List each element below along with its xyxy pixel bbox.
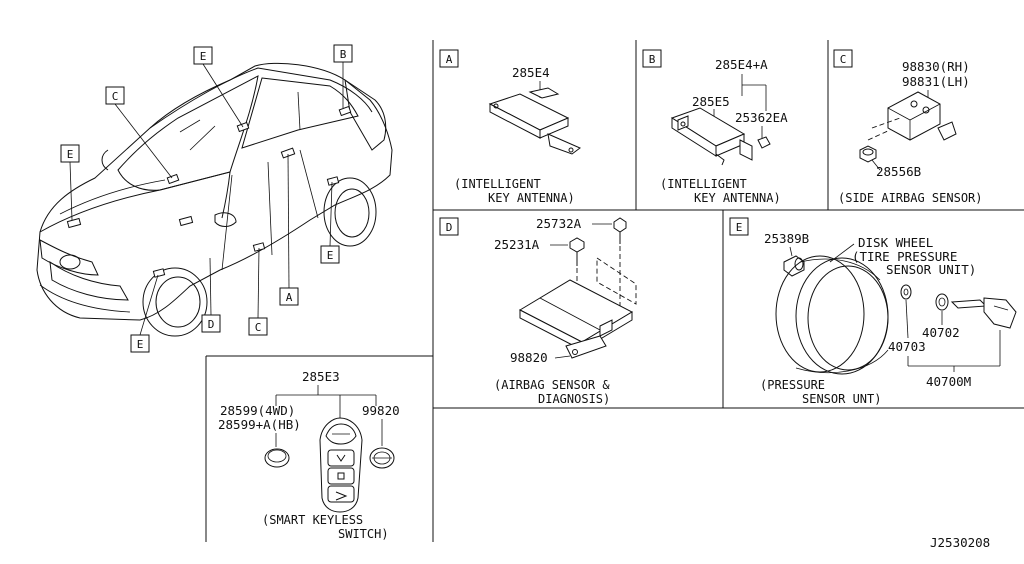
panel-b-caption-2: KEY ANTENNA) xyxy=(694,191,781,205)
panel-e-part-nut: 40703 xyxy=(888,339,926,354)
callout-c-left: C xyxy=(105,86,125,105)
callout-c-bottom: C xyxy=(248,317,268,336)
tire-pressure-sensor-icon xyxy=(950,297,1017,329)
vehicle-overview xyxy=(36,62,393,337)
nut-40703-icon xyxy=(900,284,912,300)
panel-b: B 285E4+A 285E5 25362EA (INTELLIGENT KEY… xyxy=(642,49,788,205)
panel-e-wheel-2: (TIRE PRESSURE xyxy=(852,249,957,264)
panel-d-part-bolt1: 25732A xyxy=(536,216,582,231)
panel-b-caption-1: (INTELLIGENT xyxy=(660,177,747,191)
side-airbag-sensor-icon xyxy=(867,91,957,141)
key-part-emblem: 99820 xyxy=(362,403,400,418)
callout-c-bottom-label: C xyxy=(255,321,262,334)
panel-e-wheel-1: DISK WHEEL xyxy=(858,235,933,250)
intelligent-key-antenna-icon xyxy=(488,87,581,155)
key-caption-1: (SMART KEYLESS xyxy=(262,513,363,527)
panel-b-part-top: 285E4+A xyxy=(715,57,768,72)
panel-e-part-assy: 40700M xyxy=(926,374,971,389)
callout-c-left-label: C xyxy=(112,90,119,103)
panel-b-part-right: 25362EA xyxy=(735,110,788,125)
panel-c: C 98830(RH) 98831(LH) 28556B (SIDE AIRBA… xyxy=(833,49,983,205)
callout-e-right-label: E xyxy=(327,249,334,262)
panel-a-caption-2: KEY ANTENNA) xyxy=(488,191,575,205)
coin-battery-icon xyxy=(264,448,290,468)
callout-d-bottom-label: D xyxy=(208,318,215,331)
panel-d: D 25732A 25231A 98820 (AIRBAG SENSOR & D… xyxy=(439,216,637,406)
key-antenna-bracket-icon xyxy=(670,107,771,166)
panel-e-wheel-3: SENSOR UNIT) xyxy=(886,262,976,277)
callout-e-top: E xyxy=(193,46,213,65)
callout-a-bottom-label: A xyxy=(286,291,293,304)
panel-c-part-lh: 98831(LH) xyxy=(902,74,970,89)
washer-40702-icon xyxy=(935,293,949,311)
panel-c-part-bolt: 28556B xyxy=(876,164,921,179)
panel-d-part-unit: 98820 xyxy=(510,350,548,365)
panel-d-letter: D xyxy=(446,221,453,234)
panel-smart-key: 285E3 28599(4WD) 28599+A(HB) 99820 xyxy=(218,369,400,541)
callout-e-bottom: E xyxy=(130,334,150,353)
callout-b-top-label: B xyxy=(340,48,347,61)
callout-e-bottom-label: E xyxy=(137,338,144,351)
panel-b-part-left: 285E5 xyxy=(692,94,730,109)
panel-e-caption-1: (PRESSURE xyxy=(760,378,825,392)
key-caption-2: SWITCH) xyxy=(338,527,389,541)
panel-e-part-washer: 40702 xyxy=(922,325,960,340)
panel-c-letter: C xyxy=(840,53,847,66)
callout-e-right: E xyxy=(320,245,340,264)
bolt-25732a-icon xyxy=(613,217,627,244)
airbag-sensor-unit-icon xyxy=(518,279,634,359)
callout-b-top: B xyxy=(333,44,353,63)
bolt-28556b-icon xyxy=(859,145,877,163)
panel-a-caption-1: (INTELLIGENT xyxy=(454,177,541,191)
panel-d-part-bolt2: 25231A xyxy=(494,237,540,252)
bolt-25231a-icon xyxy=(569,237,585,266)
callout-d-bottom: D xyxy=(201,314,221,333)
callout-a-bottom: A xyxy=(279,287,299,306)
panel-c-caption: (SIDE AIRBAG SENSOR) xyxy=(838,191,983,205)
emblem-icon xyxy=(369,447,395,469)
panel-d-caption-1: (AIRBAG SENSOR & xyxy=(494,378,610,392)
panel-e: E 25389B DISK WHEEL (TIRE PRESSURE SENSO… xyxy=(729,217,1017,406)
key-part-4wd: 28599(4WD) xyxy=(220,403,295,418)
key-part-hb: 28599+A(HB) xyxy=(218,417,301,432)
smart-key-fob-icon xyxy=(319,417,363,513)
panel-e-letter: E xyxy=(736,221,743,234)
panel-d-caption-2: DIAGNOSIS) xyxy=(538,392,610,406)
panel-b-letter: B xyxy=(649,53,656,66)
diagram-code: J2530208 xyxy=(930,535,990,550)
key-part-switch: 285E3 xyxy=(302,369,340,384)
panel-c-part-rh: 98830(RH) xyxy=(902,59,970,74)
callout-e-top-label: E xyxy=(200,50,207,63)
panel-e-part-cap: 25389B xyxy=(764,231,809,246)
panel-e-caption-2: SENSOR UNT) xyxy=(802,392,881,406)
panel-a-part: 285E4 xyxy=(512,65,550,80)
valve-cap-icon xyxy=(783,255,805,277)
callout-e-left-label: E xyxy=(67,148,74,161)
panel-frame xyxy=(205,40,1024,542)
disk-wheel-icon xyxy=(775,255,889,375)
callout-e-left: E xyxy=(60,144,80,163)
panel-a-letter: A xyxy=(446,53,453,66)
panel-a: A 285E4 (INTELLIGENT KEY ANTENNA) xyxy=(439,49,581,205)
